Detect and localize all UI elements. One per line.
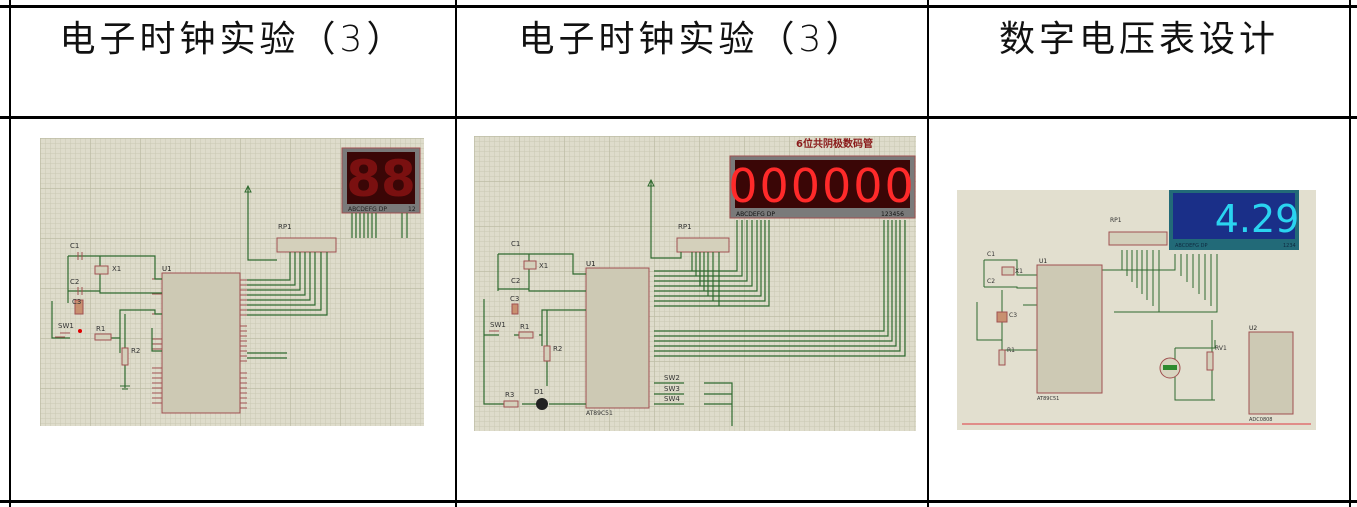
svg-text:U2: U2	[1249, 325, 1257, 332]
switch-sw1: SW1	[55, 322, 82, 338]
svg-text:RP1: RP1	[678, 223, 692, 231]
mcu-u1: U1 AT89C51	[1036, 258, 1103, 402]
resistor-pack-rp1: RP1	[276, 223, 337, 253]
resistor-r2: R2	[121, 347, 140, 366]
clock-schematic-image-2: 6位共阴极数码管 000000 ABCDEFG DP 123456 RP1	[474, 136, 916, 431]
svg-text:R3: R3	[505, 391, 514, 399]
svg-text:R1: R1	[520, 323, 529, 331]
seven-seg-display-2digit: 88 ABCDEFG DP 12	[341, 147, 421, 238]
svg-text:U1: U1	[1039, 258, 1047, 265]
potentiometer-rv1: RV1	[1206, 345, 1227, 371]
svg-text:ADC0808: ADC0808	[1249, 417, 1273, 423]
resistor-r1: R1	[94, 325, 112, 341]
svg-text:SW1: SW1	[490, 321, 506, 329]
svg-text:C3: C3	[510, 295, 519, 303]
resistor-r2: R2	[543, 345, 562, 362]
led-d1: D1	[534, 388, 548, 410]
capacitor-c1: C1	[987, 251, 995, 258]
svg-text:U1: U1	[162, 265, 172, 273]
capacitor-c2: C2	[987, 278, 995, 285]
schematic-1-svg: 88 ABCDEFG DP 12 RP1 U1	[40, 138, 424, 426]
display-digits: 000000	[728, 159, 916, 213]
mcu-u1: U1	[152, 265, 247, 414]
svg-text:C2: C2	[987, 278, 995, 285]
svg-text:C3: C3	[1009, 312, 1017, 319]
svg-text:SW2: SW2	[664, 374, 680, 382]
svg-text:U1: U1	[586, 260, 596, 268]
voltmeter-schematic-image: 4.29 ABCDEFG DP 1234 RP1 U1 AT89C51	[957, 190, 1316, 430]
header-cell-2: 电子时钟实验（3）	[518, 19, 866, 60]
svg-text:SW3: SW3	[664, 385, 680, 393]
display-pin-label: ABCDEFG DP	[736, 211, 775, 218]
schematic-3-svg: 4.29 ABCDEFG DP 1234 RP1 U1 AT89C51	[957, 190, 1316, 430]
svg-text:SW4: SW4	[664, 395, 680, 403]
svg-text:R2: R2	[131, 347, 140, 355]
crystal-x1: X1	[94, 265, 121, 275]
switch-sw3: SW3	[664, 385, 680, 393]
capacitor-c3: C3	[510, 295, 519, 315]
svg-text:C1: C1	[987, 251, 995, 258]
capacitor-c2: C2	[511, 277, 520, 285]
svg-text:R2: R2	[553, 345, 562, 353]
display-pin-label: ABCDEFG DP	[1175, 243, 1207, 249]
display-digit-label: 1234	[1283, 243, 1296, 249]
table-top-border	[0, 5, 1357, 8]
svg-text:X1: X1	[539, 262, 548, 270]
capacitor-c1: C1	[70, 242, 83, 260]
svg-text:AT89C51: AT89C51	[586, 410, 613, 417]
seven-seg-display-6digit: 000000 ABCDEFG DP 123456	[728, 155, 916, 219]
resistor-pack-rp1: RP1	[1108, 217, 1168, 246]
crystal-x1: X1	[1001, 266, 1023, 276]
display-digit-label: 12	[408, 206, 416, 213]
svg-text:C1: C1	[70, 242, 79, 250]
capacitor-c3: C3	[72, 298, 84, 315]
svg-text:X1: X1	[112, 265, 121, 273]
switch-sw1: SW1	[489, 321, 506, 332]
svg-text:AT89C51: AT89C51	[1037, 396, 1059, 402]
display-digit-label: 123456	[881, 211, 904, 218]
schematic-2-svg: 6位共阴极数码管 000000 ABCDEFG DP 123456 RP1	[474, 136, 916, 431]
svg-text:C3: C3	[72, 298, 81, 306]
svg-text:RP1: RP1	[278, 223, 292, 231]
switch-sw4: SW4	[664, 395, 680, 403]
display-digits: 4.29	[1215, 197, 1300, 241]
header-cell-3: 数字电压表设计	[998, 19, 1279, 60]
header-cell-1: 电子时钟实验（3）	[59, 19, 407, 60]
capacitor-c2: C2	[70, 278, 83, 295]
svg-text:C2: C2	[511, 277, 520, 285]
capacitor-c3: C3	[996, 311, 1017, 323]
svg-text:R1: R1	[96, 325, 105, 333]
display-caption: 6位共阴极数码管	[796, 137, 873, 150]
svg-text:RP1: RP1	[1110, 217, 1122, 224]
header-row-border	[0, 116, 1357, 119]
table-right-border	[1349, 0, 1351, 507]
svg-text:C2: C2	[70, 278, 79, 286]
table-bottom-border	[0, 500, 1357, 503]
display-pin-label: ABCDEFG DP	[348, 206, 387, 213]
table-left-border	[9, 0, 11, 507]
clock-schematic-image-1: 88 ABCDEFG DP 12 RP1 U1	[40, 138, 424, 426]
svg-text:X1: X1	[1015, 268, 1023, 275]
svg-text:D1: D1	[534, 388, 544, 396]
resistor-pack-rp1: RP1	[676, 223, 730, 253]
svg-text:R1: R1	[1007, 347, 1015, 354]
adc-u2: U2 ADC0808	[1248, 325, 1294, 423]
display-digits: 88	[346, 150, 416, 208]
switch-sw2: SW2	[664, 374, 680, 382]
resistor-r1: R1	[518, 323, 534, 339]
mcu-u1: U1 AT89C51	[585, 260, 650, 417]
svg-text:SW1: SW1	[58, 322, 74, 330]
svg-text:RV1: RV1	[1215, 345, 1227, 352]
resistor-r3: R3	[503, 391, 519, 408]
seven-seg-display-4digit: 4.29 ABCDEFG DP 1234	[1169, 190, 1299, 250]
capacitor-c1: C1	[511, 240, 520, 248]
crystal-x1: X1	[523, 260, 548, 270]
resistor-r1: R1	[998, 347, 1015, 366]
svg-text:C1: C1	[511, 240, 520, 248]
column-divider-1	[455, 0, 457, 507]
column-divider-2	[927, 0, 929, 507]
voltmeter-gauge	[1159, 357, 1181, 379]
